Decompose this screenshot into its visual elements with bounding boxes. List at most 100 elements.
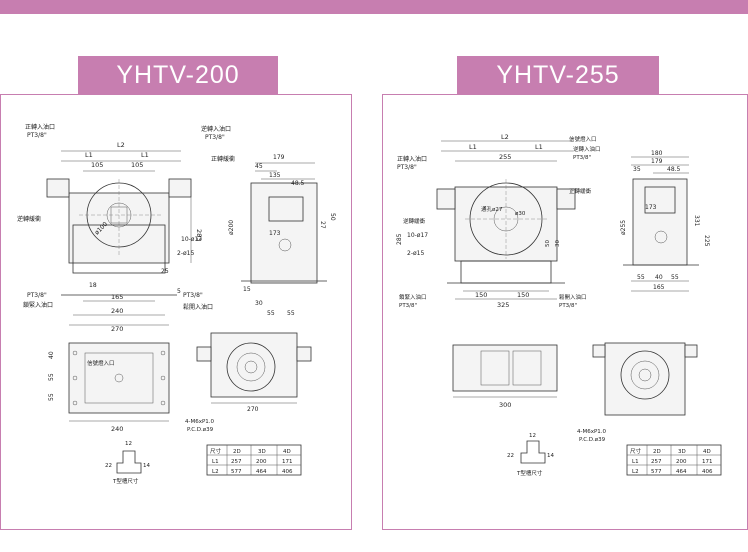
dim-30b: 30: [555, 240, 561, 247]
table-cell: 200: [256, 459, 267, 465]
label-release-oil: 鬆開入油口: [559, 293, 587, 301]
dim-255: 255: [499, 153, 511, 161]
dim-283: 283: [195, 229, 203, 241]
plate-dim-240: 240: [111, 425, 123, 433]
tslot-dim-12: 12: [125, 441, 132, 447]
dim-240: 240: [111, 307, 123, 315]
bottom-screw-label: 4-M6xP1.0: [185, 419, 215, 425]
side-dim-55a: 55: [637, 274, 645, 281]
side-dim-55b: 55: [671, 274, 679, 281]
bottom-pcd-label: P.C.D.ø39: [187, 427, 214, 433]
plate-dim-55b: 55: [48, 393, 55, 401]
side-dim-15: 15: [243, 286, 251, 293]
table-head-0: 尺寸: [630, 447, 642, 455]
plate-dim-300: 300: [499, 401, 511, 409]
side-dim-485: 48.5: [291, 180, 305, 187]
label-rev-pt: PT3/8": [573, 155, 591, 161]
dim-5: 5: [177, 288, 181, 295]
label-fwd-oil: 正轉入油口: [25, 123, 55, 131]
label-fwd-buffer: 正轉緩衝: [211, 155, 235, 163]
tslot-dim-22: 22: [105, 463, 112, 469]
table-cell: 257: [651, 459, 662, 465]
side-dim-179: 179: [273, 154, 285, 161]
side-dim-35: 35: [633, 166, 641, 173]
table-head-3: 4D: [703, 449, 711, 455]
table-cell: 257: [231, 459, 242, 465]
table-head-0: 尺寸: [210, 447, 222, 455]
dim-L1b: L1: [141, 151, 149, 159]
table-cell: 171: [702, 459, 713, 465]
dim-165: 165: [111, 293, 123, 301]
bottom-screw-label: 4-M6xP1.0: [577, 429, 607, 435]
dim-L1a: L1: [469, 143, 477, 151]
dim-325: 325: [497, 301, 509, 309]
drawing-panel-yhtv-200: 正轉入油口 PT3/8" 逆轉入油口 PT3/8" 正轉緩衝 逆轉緩衝 L2 L…: [0, 94, 352, 530]
plate-view: 信號燈入口 40 55 55 240: [48, 342, 170, 433]
tslot-detail: 12 22 14 T型槽尺寸: [507, 433, 554, 477]
bottom-view: 270 4-M6xP1.0 P.C.D.ø39: [185, 332, 312, 433]
dim-105b: 105: [131, 161, 143, 169]
table-cell: L2: [212, 469, 219, 475]
table-cell: 577: [651, 469, 662, 475]
table-cell: L2: [632, 469, 639, 475]
table-head-2: 3D: [258, 449, 266, 455]
table-cell: 406: [282, 469, 293, 475]
drawing-yhtv-255: L2 L1 L1 255 正轉入油口 PT3/8" 信號燈入口 逆轉入油口 PT…: [396, 133, 722, 477]
side-view: 179 45 135 48.5 173 27 50 ø200 15 30 55 …: [228, 154, 336, 317]
side-dim-55a: 55: [267, 310, 275, 317]
tslot-detail: 12 22 14 T型槽尺寸: [105, 441, 150, 485]
label-sensor-top: 信號燈入口: [569, 135, 597, 143]
dim-150b: 150: [517, 291, 529, 299]
label-pt-left: PT3/8": [27, 292, 47, 299]
dim-285: 285: [396, 233, 403, 245]
table-cell: 171: [282, 459, 293, 465]
bottom-dim-270: 270: [247, 406, 259, 413]
label-hole2: 2-ø15: [177, 250, 194, 257]
label-pt-right: PT3/8": [183, 292, 203, 299]
tslot-dim-12: 12: [529, 433, 536, 439]
dim-30: ø30: [515, 211, 526, 217]
dim-50: 50: [545, 240, 551, 247]
label-hole2: 2-ø15: [407, 250, 424, 257]
table-head-1: 2D: [233, 449, 241, 455]
label-fwd-oil: 正轉入油口: [397, 155, 427, 163]
label-fwd-pt: PT3/8": [397, 164, 417, 171]
label-pt-left: PT3/8": [399, 303, 417, 309]
label-rev-oil: 逆轉入油口: [201, 125, 231, 133]
table-cell: 577: [231, 469, 242, 475]
side-dim-27: 27: [319, 221, 326, 229]
label-rev-buffer: 逆轉緩衝: [17, 215, 41, 223]
top-view: L2 L1 L1 255 正轉入油口 PT3/8" 信號燈入口 逆轉入油口 PT…: [396, 133, 601, 309]
side-dim-135: 135: [269, 172, 281, 179]
size-table: 尺寸 2D 3D 4D L1 257 200 171 L2 577 464 40…: [206, 444, 302, 476]
table-cell: 464: [256, 469, 267, 475]
tslot-caption: T型槽尺寸: [516, 469, 543, 477]
side-dim-55b: 55: [287, 310, 295, 317]
label-rev-buffer: 逆轉緩衝: [403, 217, 426, 225]
drawing-yhtv-200: 正轉入油口 PT3/8" 逆轉入油口 PT3/8" 正轉緩衝 逆轉緩衝 L2 L…: [17, 123, 336, 485]
side-dim-173: 173: [269, 230, 281, 237]
table-head-2: 3D: [678, 449, 686, 455]
dim-105a: 105: [91, 161, 103, 169]
side-dim-225: 225: [703, 235, 710, 247]
side-dim-331: 331: [693, 215, 700, 227]
label-rev-pt: PT3/8": [205, 134, 225, 141]
table-cell: 406: [702, 469, 713, 475]
dim-L2: L2: [117, 141, 125, 149]
dim-L1a: L1: [85, 151, 93, 159]
plate-dim-55a: 55: [48, 373, 55, 381]
label-bore: 通孔ø27: [481, 205, 503, 213]
side-dim-173: 173: [645, 204, 657, 211]
top-banner-bar: [0, 0, 748, 14]
plate-view: 300: [452, 344, 558, 409]
dim-150a: 150: [475, 291, 487, 299]
label-hole1: 10-ø17: [181, 236, 202, 243]
label-hole1: 10-ø17: [407, 232, 428, 239]
model-title-yhtv-255: YHTV-255: [457, 56, 659, 94]
label-fwd-buffer: 正轉緩衝: [569, 187, 592, 195]
side-dim-485: 48.5: [667, 166, 681, 173]
side-dim-40: 40: [655, 274, 663, 281]
table-cell: L1: [212, 459, 219, 465]
label-fwd-pt: PT3/8": [27, 132, 47, 139]
side-dim-30: 30: [255, 300, 263, 307]
